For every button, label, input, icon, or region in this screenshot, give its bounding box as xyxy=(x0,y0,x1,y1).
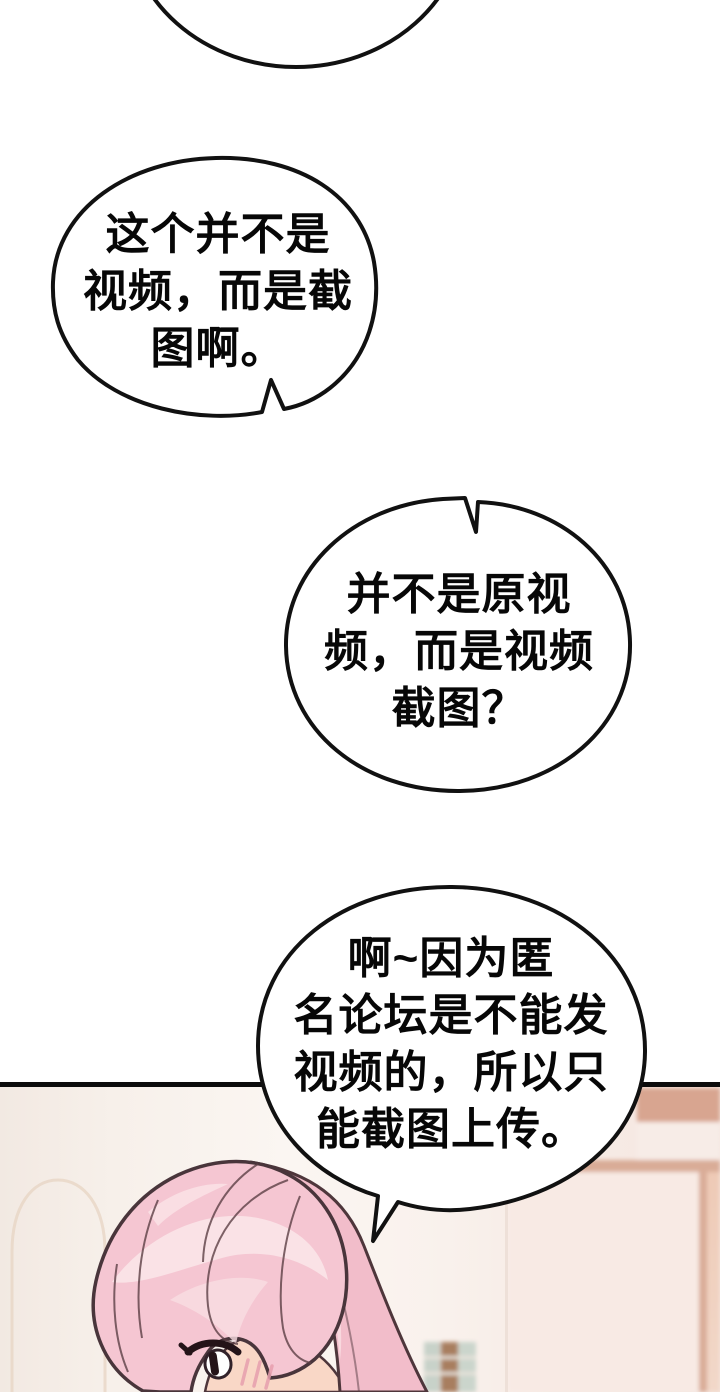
speech-bubble-3 xyxy=(256,884,648,1243)
wall-arch-outline xyxy=(10,1178,107,1392)
bubble-2-text: 并不是原视 频，而是视频 截图？ xyxy=(324,570,594,733)
hair-detail-lines xyxy=(113,1163,312,1373)
room-details xyxy=(424,1088,720,1392)
bubble-1-text: 这个并不是 视频，而是截 图啊。 xyxy=(83,210,353,373)
hair-highlight-top xyxy=(148,1183,228,1226)
door-right-edge xyxy=(699,1172,707,1392)
wall-light-band xyxy=(637,1122,720,1160)
hair-highlight-mid xyxy=(170,1277,268,1344)
character-illustration xyxy=(91,1159,429,1392)
wall-tan-band xyxy=(637,1088,720,1122)
character-blush xyxy=(240,1358,274,1390)
bubble-3-text: 啊~因为匿 名论坛是不能发 视频的，所以只 能截图上传。 xyxy=(293,934,609,1154)
window xyxy=(424,1342,476,1392)
speech-bubble-1 xyxy=(50,155,379,418)
wall-seam xyxy=(505,1087,508,1392)
speech-bubble-2 xyxy=(283,496,633,794)
speech-bubble-top-partial xyxy=(152,0,440,69)
wall-right-strip xyxy=(707,1172,720,1392)
character-eye xyxy=(178,1339,242,1380)
hair-highlight-crown xyxy=(112,1215,328,1283)
speech-bubbles xyxy=(50,0,648,1243)
door-panel xyxy=(508,1172,706,1392)
